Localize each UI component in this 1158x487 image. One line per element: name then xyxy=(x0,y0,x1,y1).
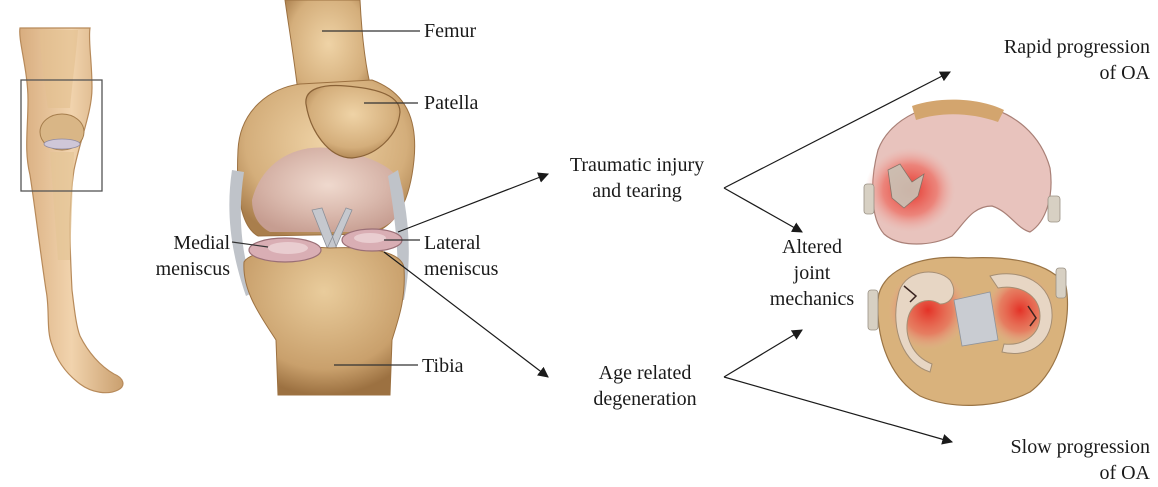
traumatic-injury-label: Traumatic injury and tearing xyxy=(552,152,722,204)
traumatic-injury-line-2: and tearing xyxy=(552,178,722,204)
medial-meniscus-label-line-1: Medial xyxy=(126,230,230,256)
lateral-meniscus-hole xyxy=(354,233,386,243)
lateral-meniscus-label: Lateral meniscus xyxy=(424,230,498,282)
femur-ligament-stub xyxy=(1048,196,1060,222)
slow-progression-label: Slow progression of OA xyxy=(950,434,1150,486)
patella-label: Patella xyxy=(424,90,478,116)
rapid-progression-line-1: Rapid progression xyxy=(950,34,1150,60)
rapid-progression-line-2: of OA xyxy=(950,60,1150,86)
lateral-meniscus-label-line-2: meniscus xyxy=(424,256,498,282)
arrow-age-to-altered xyxy=(724,330,802,377)
altered-mechanics-line-1: Altered xyxy=(754,234,870,260)
femur-ligament-stub-left xyxy=(864,184,874,214)
lateral-meniscus-label-line-1: Lateral xyxy=(424,230,498,256)
altered-mechanics-line-2: joint xyxy=(754,260,870,286)
rapid-progression-label: Rapid progression of OA xyxy=(950,34,1150,86)
slow-progression-line-2: of OA xyxy=(950,460,1150,486)
medial-meniscus-hole xyxy=(268,242,308,254)
tibia-label: Tibia xyxy=(422,353,464,379)
medial-meniscus-label-line-2: meniscus xyxy=(126,256,230,282)
altered-mechanics-label: Altered joint mechanics xyxy=(754,234,870,312)
altered-mechanics-line-3: mechanics xyxy=(754,286,870,312)
arrow-to-traumatic xyxy=(398,174,548,232)
knee-illustration xyxy=(229,0,414,395)
age-related-line-1: Age related xyxy=(570,360,720,386)
damaged-knee-illustration xyxy=(864,100,1068,406)
tibia-bone xyxy=(244,248,404,395)
leg-knee-meniscus xyxy=(44,139,80,149)
medial-meniscus-label: Medial meniscus xyxy=(126,230,230,282)
plateau-ligament-right xyxy=(1056,268,1066,298)
age-related-label: Age related degeneration xyxy=(570,360,720,412)
plateau-cruciate xyxy=(954,292,998,346)
traumatic-injury-line-1: Traumatic injury xyxy=(552,152,722,178)
femur-label: Femur xyxy=(424,18,476,44)
leg-illustration xyxy=(20,28,123,393)
slow-progression-line-1: Slow progression xyxy=(950,434,1150,460)
age-related-line-2: degeneration xyxy=(570,386,720,412)
arrow-traumatic-to-altered xyxy=(724,188,802,232)
